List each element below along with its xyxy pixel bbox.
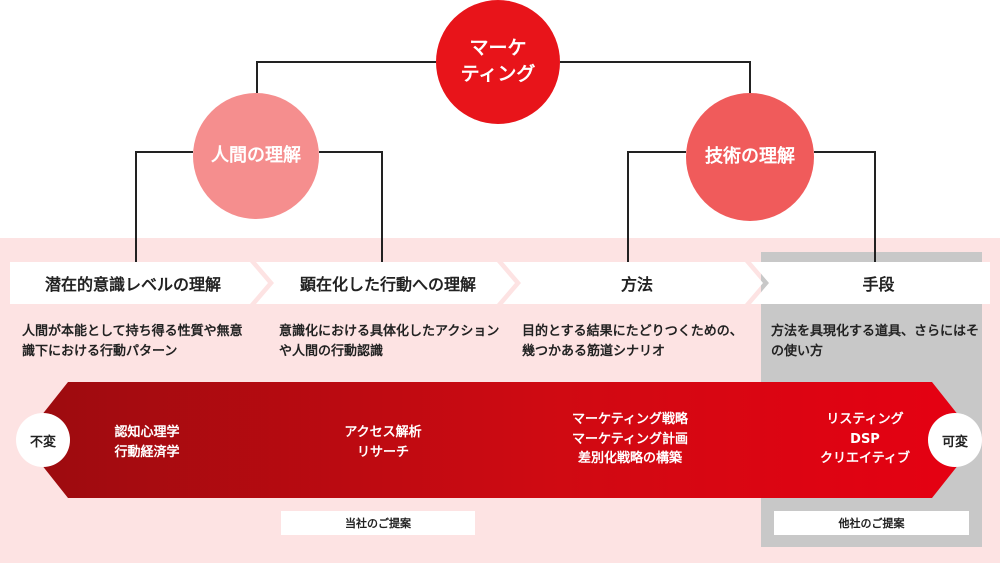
description-method: 目的とする結果にたどりつくための、幾つかある筋道シナリオ: [522, 324, 743, 360]
other-proposal-label: 他社のご提案: [774, 511, 969, 535]
description-behavior: 意識化における具体化したアクションや人間の行動認識: [279, 324, 500, 360]
variable-label: 可変: [941, 434, 968, 450]
circle-tech-label: 技術の理解: [705, 145, 795, 167]
circle-human-understanding: 人間の理解: [193, 93, 319, 219]
description-subconscious: 人間が本能として持ち得る性質や無意識下における行動パターン: [22, 324, 243, 360]
variable-end-circle: 可変: [928, 413, 982, 467]
circle-tech-understanding: 技術の理解: [686, 93, 814, 221]
circle-marketing: マーケ ティング: [436, 0, 560, 124]
stage-label-method: 方法: [620, 275, 653, 294]
circle-human-label: 人間の理解: [211, 144, 301, 166]
description-means: 方法を具現化する道具、さらにはその使い方: [771, 324, 980, 360]
constant-label: 不変: [29, 434, 56, 450]
stage-label-means: 手段: [862, 275, 895, 294]
stage-label-subconscious: 潜在的意識レベルの理解: [44, 275, 221, 294]
band-item-analysis: アクセス解析 リサーチ: [344, 425, 422, 460]
stage-label-behavior: 顕在化した行動への理解: [299, 275, 476, 294]
band-item-psychology: 認知心理学 行動経済学: [114, 425, 180, 460]
constant-end-circle: 不変: [16, 413, 70, 467]
band-item-strategy: マーケティング戦略 マーケティング計画 差別化戦略の構築: [572, 412, 688, 466]
band-item-tools: リスティング DSP クリエイティブ: [820, 412, 910, 466]
our-proposal-label: 当社のご提案: [281, 511, 475, 535]
circle-marketing-label: マーケ ティング: [460, 37, 536, 85]
